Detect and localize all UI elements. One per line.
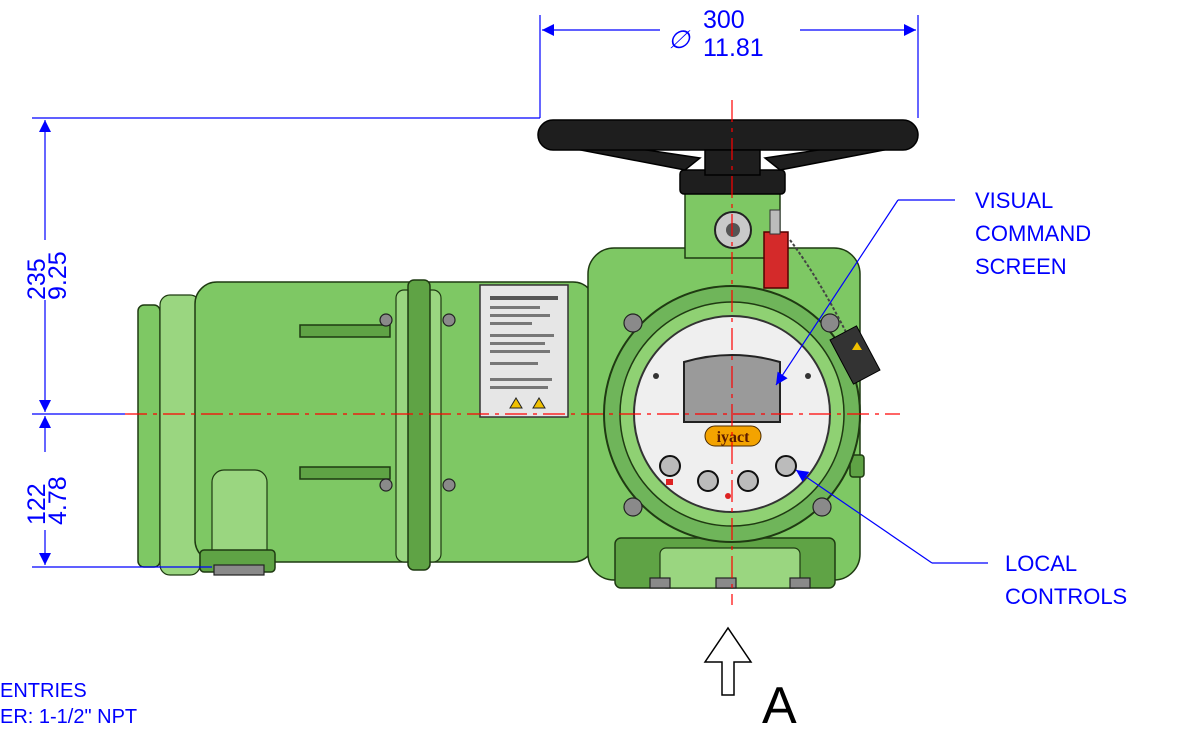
- lower-height-mm: 122: [23, 483, 51, 525]
- local-control-button-4: [775, 455, 797, 477]
- view-label: A: [762, 677, 797, 731]
- upper-height-dimension: 235 9.25: [23, 117, 540, 415]
- name-plate: [479, 284, 569, 418]
- top-neck: [679, 169, 789, 289]
- upper-height-in: 9.25: [44, 251, 72, 300]
- entries-note: ENTRIES ER: 1-1/2" NPT: [0, 680, 137, 728]
- visual-label-line2: COMMAND: [975, 221, 1091, 246]
- local-controls-callout: LOCAL CONTROLS: [795, 469, 1127, 609]
- handwheel: [537, 119, 919, 176]
- diameter-symbol: ∅: [668, 26, 691, 54]
- local-control-button-3: [737, 470, 759, 492]
- local-label-line2: CONTROLS: [1005, 584, 1127, 609]
- actuator-body: iyact: [137, 119, 919, 589]
- visual-label-line3: SCREEN: [975, 254, 1067, 279]
- width-mm: 300: [703, 6, 745, 34]
- brand-logo: iyact: [717, 429, 751, 446]
- note-line1: ENTRIES: [0, 680, 87, 702]
- width-dimension: ∅ 300 11.81: [539, 6, 919, 118]
- local-control-button-2: [697, 470, 719, 492]
- visual-command-screen-callout: VISUAL COMMAND SCREEN: [775, 188, 1091, 386]
- padlock: [789, 239, 881, 385]
- upper-height-mm: 235: [23, 258, 51, 300]
- lower-height-dimension: 122 4.78: [23, 416, 212, 568]
- visual-label-line1: VISUAL: [975, 188, 1053, 213]
- view-arrow-a: A: [703, 626, 797, 731]
- note-line2: ER: 1-1/2" NPT: [0, 706, 137, 728]
- lower-height-in: 4.78: [44, 476, 72, 525]
- local-label-line1: LOCAL: [1005, 551, 1077, 576]
- lcd-screen: [683, 354, 781, 423]
- local-control-button-1: [659, 455, 681, 477]
- width-in: 11.81: [703, 34, 764, 62]
